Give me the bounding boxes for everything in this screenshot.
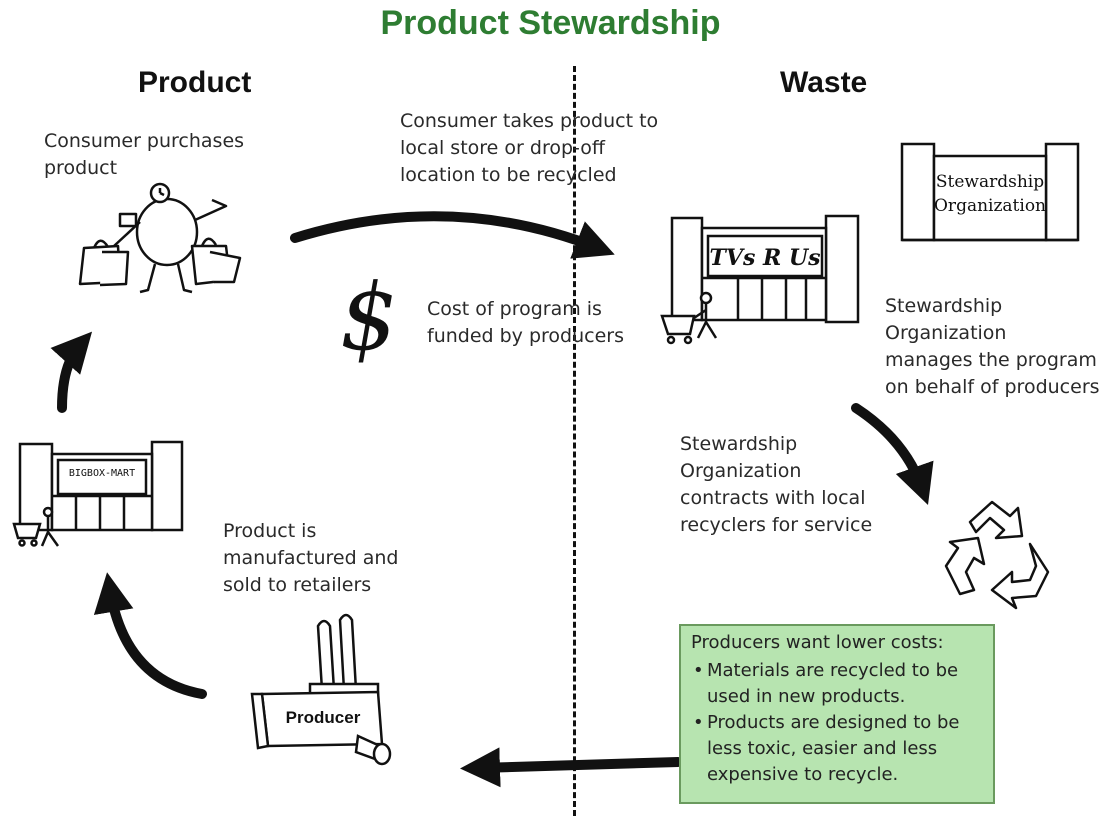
stewardship-building-icon xyxy=(900,142,1080,242)
producers-box-bullet: Products are designed to be less toxic, … xyxy=(691,710,985,788)
bigbox-sign: BIGBOX-MART xyxy=(68,468,136,479)
shopper-icon xyxy=(78,182,242,294)
producers-box-list: Materials are recycled to be used in new… xyxy=(691,658,985,788)
caption-cost-funded: Cost of program is funded by producers xyxy=(427,298,624,347)
producer-label: Producer xyxy=(285,708,361,727)
factory-icon xyxy=(250,613,392,766)
store-sign: TVs R Us xyxy=(709,245,821,271)
producers-box: Producers want lower costs: Materials ar… xyxy=(679,624,995,804)
caption-stewardship-manages: Stewardship Organization manages the pro… xyxy=(885,295,1100,398)
arrow-icon xyxy=(50,331,93,413)
arrow-icon xyxy=(93,572,207,699)
stewardship-sign-line1: Stewardship xyxy=(935,172,1045,192)
caption-consumer-purchases: Consumer purchases product xyxy=(44,130,245,179)
arrow-icon xyxy=(851,403,934,505)
bigbox-store-icon xyxy=(12,440,184,547)
arrow-icon xyxy=(460,747,683,788)
section-divider xyxy=(573,66,576,816)
caption-manufactured: Product is manufactured and sold to reta… xyxy=(223,520,399,596)
caption-stewardship-contracts: Stewardship Organization contracts with … xyxy=(680,433,873,536)
diagram-title: Product Stewardship xyxy=(380,4,721,42)
stewardship-sign: Stewardship Organization xyxy=(934,170,1046,218)
producers-box-heading: Producers want lower costs: xyxy=(691,632,944,653)
caption-consumer-takes: Consumer takes product to local store or… xyxy=(400,110,659,186)
heading-product: Product xyxy=(138,66,252,99)
arrow-icon xyxy=(290,211,615,259)
producers-box-bullet: Materials are recycled to be used in new… xyxy=(691,658,985,710)
store-icon xyxy=(660,214,860,345)
heading-waste: Waste xyxy=(780,66,868,99)
stewardship-sign-line2: Organization xyxy=(934,196,1047,216)
recycle-icon xyxy=(944,500,1050,610)
